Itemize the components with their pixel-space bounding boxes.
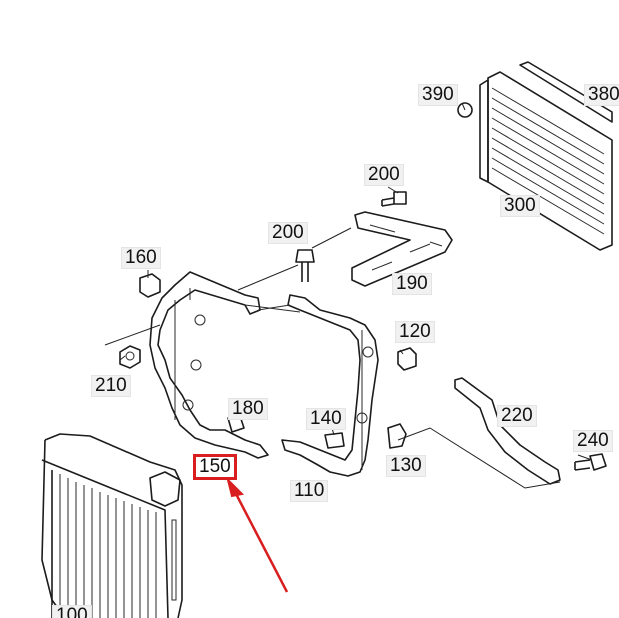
grommet-160-part (139, 273, 161, 298)
cooler-300-part (479, 61, 613, 251)
leader-210 (104, 324, 161, 361)
callout-380: 380 (584, 84, 619, 106)
callout-240: 240 (573, 430, 613, 452)
callout-200b: 200 (268, 222, 308, 244)
highlight-arrow (226, 476, 289, 593)
leader-120 (399, 349, 404, 355)
callout-130: 130 (386, 455, 426, 477)
callout-200a: 200 (364, 164, 404, 186)
clip-140-part (324, 432, 345, 449)
callout-120: 120 (395, 321, 435, 343)
grommet-120-part (397, 347, 417, 371)
leader-200b (237, 227, 352, 291)
bolt-240-part (574, 453, 607, 471)
leader-240 (577, 454, 593, 461)
callout-390: 390 (418, 84, 458, 106)
clip-130-part (387, 423, 407, 449)
callout-100: 100 (52, 605, 92, 618)
callout-190: 190 (392, 273, 432, 295)
leader-200a (387, 186, 399, 194)
nut-210-part (119, 345, 141, 369)
bolt-200a-part (381, 191, 407, 207)
grommet-390-part (457, 102, 473, 118)
radiator-100-part (41, 433, 183, 618)
callout-150-highlighted: 150 (193, 454, 237, 480)
callout-220: 220 (497, 405, 537, 427)
callout-160: 160 (121, 247, 161, 269)
callout-210: 210 (91, 375, 131, 397)
leader-390 (461, 102, 466, 111)
callout-140: 140 (306, 408, 346, 430)
callout-300: 300 (500, 195, 540, 217)
bolt-200b-part (295, 249, 315, 282)
bracket-190-part (351, 211, 453, 287)
leader-130-220 (397, 427, 561, 489)
callout-180: 180 (228, 398, 268, 420)
bracket-220-part (454, 377, 561, 485)
callout-110: 110 (290, 480, 329, 502)
radiator-frame-110-part (149, 271, 379, 477)
